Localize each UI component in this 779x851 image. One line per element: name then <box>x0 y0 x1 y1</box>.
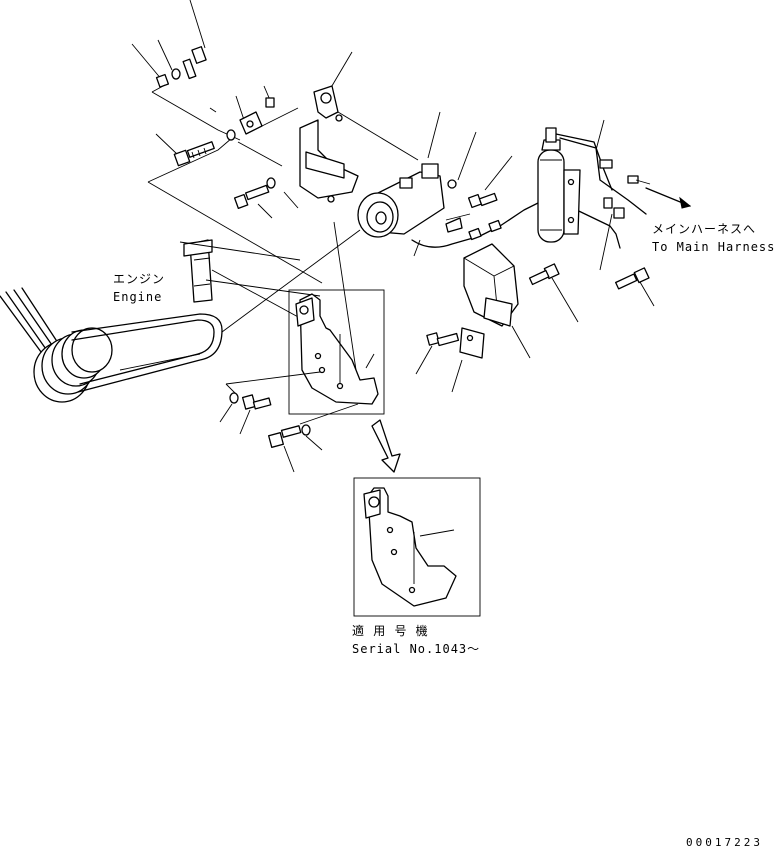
engine-pulley <box>0 229 361 403</box>
serial-label-jp: 適 用 号 機 <box>352 624 429 638</box>
detail-box <box>353 477 481 617</box>
small-bracket-group <box>209 85 299 167</box>
compressor <box>357 111 513 238</box>
second-bolt-group <box>147 133 323 284</box>
drawing-number: 00017223 <box>686 836 763 849</box>
main-harness-label-jp: メインハーネスへ <box>652 222 757 236</box>
engine-label-jp: エンジン <box>113 272 166 286</box>
engine-bracket-small <box>179 239 321 319</box>
washer-bolt-group <box>233 177 299 219</box>
engine-label-en: Engine <box>113 290 163 304</box>
down-arrow <box>371 419 401 473</box>
cover-assembly <box>415 243 531 393</box>
right-bolts <box>528 263 655 323</box>
top-bolt-group <box>131 0 241 141</box>
serial-label-en: Serial No.1043〜 <box>352 642 481 656</box>
lower-bracket-box <box>288 221 385 415</box>
main-harness-label-en: To Main Harness <box>652 240 776 254</box>
upper-bracket <box>299 51 419 203</box>
receiver-drier <box>537 127 581 243</box>
lower-fasteners <box>219 371 359 473</box>
